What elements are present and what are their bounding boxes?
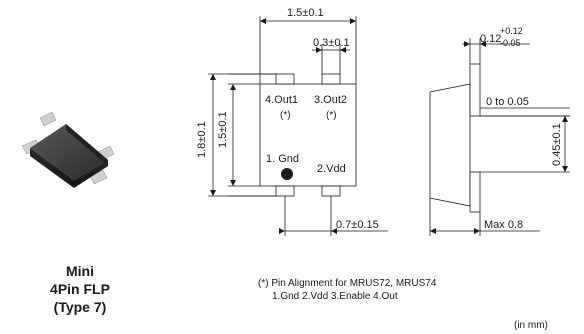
package-name-line1: Mini	[66, 263, 94, 279]
pin-2-label: 2.Vdd	[317, 163, 346, 175]
dim-height-inner: 1.5±0.1	[217, 111, 229, 148]
side-view-body	[429, 83, 471, 207]
pin-4-note: (*)	[280, 110, 291, 121]
dim-side-lead-plus: +0.12	[500, 26, 523, 36]
dim-top-width: 1.5±0.1	[287, 7, 324, 19]
side-view-lead-top	[469, 63, 481, 117]
top-view-body	[259, 83, 357, 187]
pin-3-lead	[321, 73, 341, 85]
pin-3-label: 3.Out2	[314, 94, 347, 106]
dim-side-standoff: 0 to 0.05	[486, 96, 529, 108]
dim-side-lead-height: 0.45±0.1	[551, 123, 563, 166]
dim-height-outer: 1.8±0.1	[196, 121, 208, 158]
package-name: Mini 4Pin FLP (Type 7)	[30, 262, 130, 316]
unit-label: (in mm)	[514, 320, 548, 331]
pin-4-lead	[275, 73, 295, 85]
dim-side-lead-minus: -0.05	[500, 38, 521, 48]
pin-1-marker	[281, 168, 293, 180]
dim-side-max: Max 0.8	[484, 219, 523, 231]
pin-1-lead	[275, 185, 295, 197]
package-name-line2: 4Pin FLP	[50, 281, 110, 297]
footnote-line2: 1.Gnd 2.Vdd 3.Enable 4.Out	[272, 291, 398, 302]
pin-3-note: (*)	[326, 110, 337, 121]
pin-4-label: 4.Out1	[265, 94, 298, 106]
pin-alignment-note: (*) Pin Alignment for MRUS72, MRUS74 1.G…	[258, 277, 436, 303]
package-name-line3: (Type 7)	[53, 299, 107, 315]
package-3d-image	[21, 111, 115, 188]
dim-side-lead-base: 0.12	[480, 33, 501, 45]
side-view-lead-bottom	[469, 171, 481, 213]
dim-pin-pitch: 0.7±0.15	[336, 219, 379, 231]
pin-1-label: 1. Gnd	[266, 153, 299, 165]
pin-2-lead	[321, 185, 341, 197]
footnote-line1: (*) Pin Alignment for MRUS72, MRUS74	[258, 278, 437, 289]
dim-pin-width: 0.3±0.1	[313, 37, 350, 49]
